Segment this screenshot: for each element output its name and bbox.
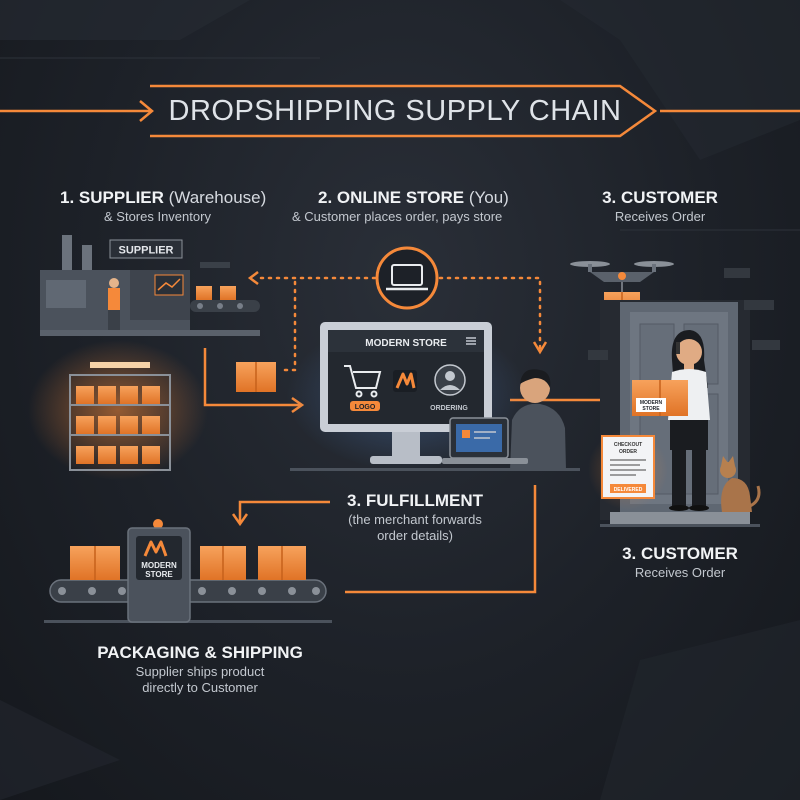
merchant-person [290,369,580,471]
packaging-subtitle-line2: directly to Customer [142,680,258,695]
receipt-line2: ORDER [619,449,637,455]
box-label-line2: STORE [642,406,660,412]
menu-icon [466,337,476,345]
customer-bottom-subtitle: Receives Order [634,565,726,580]
packaging-title: PACKAGING & SHIPPING [97,643,303,662]
warehouse-shelves [28,340,208,480]
customer-person [632,330,710,511]
packaging-subtitle-line1: Supplier ships product [135,664,265,679]
fulfillment-title: 3. FULFILLMENT [347,491,483,510]
fulfillment-subtitle-line2: order details) [377,528,453,543]
user-icon [434,364,466,396]
delivery-receipt [588,430,668,510]
receipt-line1: CHECKOUT [614,442,642,448]
supplier-factory [40,235,260,336]
supplier-title: 1. SUPPLIER (Warehouse) [60,188,266,208]
monitor-status-text: ORDERING [430,405,468,412]
store-title-bold: 2. ONLINE STORE [318,188,465,207]
store-logo-icon [393,370,417,392]
fulfillment-subtitle-line1: (the merchant forwards [348,512,482,527]
receipt-stamp: DELIVERED [614,487,643,493]
store-title: 2. ONLINE STORE (You) [318,188,509,208]
supplier-title-bold: 1. SUPPLIER [60,188,164,207]
shopping-cart-icon [344,365,382,398]
customer-top-title: 3. CUSTOMER [602,188,718,207]
machine-label-line2: STORE [145,570,173,579]
customer-top-subtitle: Receives Order [614,209,706,224]
monitor-logo-button[interactable] [350,401,380,411]
supplier-title-light: (Warehouse) [163,188,267,207]
supplier-subtitle: & Stores Inventory [104,209,211,224]
cat-icon [720,456,761,512]
store-title-light: (You) [464,188,509,207]
title-line-right [660,109,800,113]
title-arrow-left [0,100,154,122]
machine-label-line1: MODERN [141,561,177,570]
monitor-header-text: MODERN STORE [365,338,447,349]
box-label-line1: MODERN [640,400,663,406]
supplier-sign: SUPPLIER [118,245,173,257]
conveyor-belt [44,519,332,623]
dotted-arrow-down-head [532,341,548,355]
title-banner [150,84,658,138]
dotted-arrow-left-head [247,271,259,285]
laptop-icon [375,246,439,310]
page-title: DROPSHIPPING SUPPLY CHAIN [168,94,622,127]
monitor-logo-button-label: LOGO [355,404,376,411]
store-subtitle: & Customer places order, pays store [292,209,503,224]
customer-bottom-title: 3. CUSTOMER [622,544,738,563]
